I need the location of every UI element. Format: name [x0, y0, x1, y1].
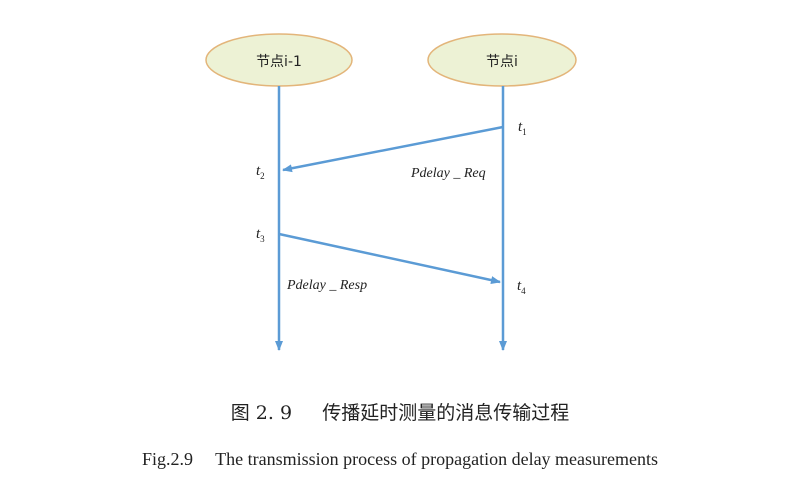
- node-left-label: 节点i-1: [256, 54, 302, 70]
- time-label-t1: t1: [518, 119, 527, 137]
- delay-measurement-diagram: 节点i-1 节点i t1 t2 t3 t4 Pdelay _ Req Pdela…: [205, 33, 577, 351]
- response-label: Pdelay _ Resp: [286, 278, 367, 293]
- response-arrow: [278, 232, 501, 284]
- time-label-t3: t3: [256, 226, 265, 244]
- figure-caption-chinese: 图 2. 9 传播延时测量的消息传输过程: [230, 402, 570, 424]
- request-arrow: [282, 125, 504, 173]
- request-label: Pdelay _ Req: [410, 166, 486, 181]
- figure-caption-english: Fig.2.9 The transmission process of prop…: [141, 449, 659, 469]
- node-right-label: 节点i: [486, 54, 518, 70]
- time-label-t4: t4: [517, 278, 526, 296]
- time-label-t2: t2: [256, 163, 265, 181]
